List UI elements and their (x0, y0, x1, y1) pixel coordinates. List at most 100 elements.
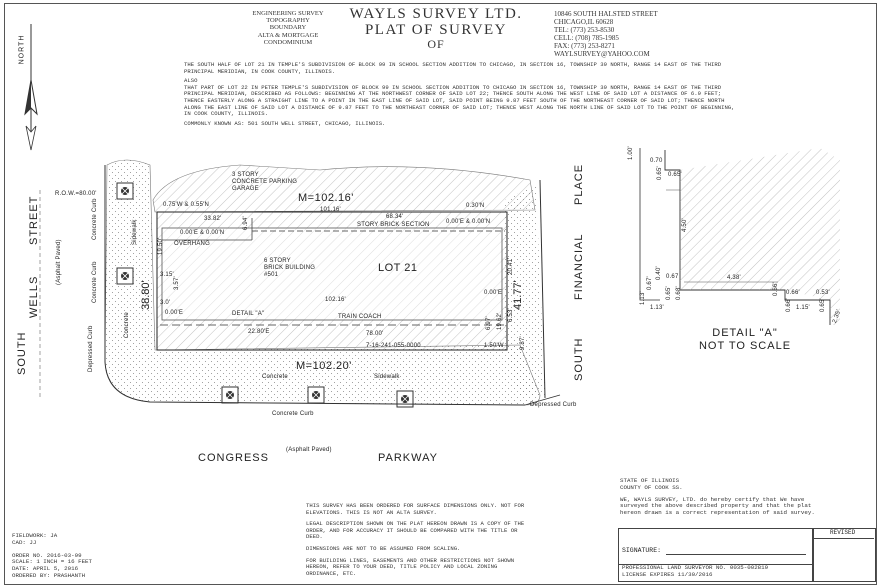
overhang-label: OVERHANG (174, 241, 210, 247)
concrete-curb-label-2: Concrete Curb (92, 198, 98, 240)
company-email: WAYLSURVEY@YAHOO.COM (554, 50, 650, 58)
detail-dim-15: 0.68' (676, 286, 682, 300)
measured-top-dimension: M=102.16' (298, 192, 354, 204)
tree-icon (396, 390, 414, 408)
dim-19-62: 19.62' (497, 312, 503, 330)
street-name-parkway: PARKWAY (378, 452, 438, 464)
service-boundary: BOUNDARY (269, 24, 307, 32)
detail-dim-11: 0.66' (786, 290, 800, 296)
tree-icon (116, 267, 134, 285)
note-1: THIS SURVEY HAS BEEN ORDERED FOR SURFACE… (306, 502, 525, 516)
note-2: LEGAL DESCRIPTION SHOWN ON THE PLAT HERE… (306, 520, 525, 541)
train-coach-label: TRAIN COACH (338, 314, 382, 320)
depressed-curb-line (524, 394, 561, 406)
revised-label: REVISED (830, 529, 856, 536)
concrete-curb-label-south: Concrete Curb (272, 411, 314, 417)
survey-date: DATE: APRIL 5, 2016 (12, 565, 79, 573)
building-footprint (161, 227, 503, 321)
detail-a-subtitle: NOT TO SCALE (698, 340, 792, 352)
tree-icon (221, 386, 239, 404)
detail-dim-17: 0.66' (786, 298, 792, 312)
dim-20-41: 20.41' (508, 257, 514, 275)
tree-icon (116, 182, 134, 200)
company-cell: CELL: (708) 785-1985 (554, 34, 619, 42)
concrete-curb-label-west: Concrete Curb (92, 261, 98, 303)
dim-6-97: 6.97' (486, 316, 492, 330)
service-engineering: ENGINEERING SURVEY (252, 10, 324, 17)
depressed-curb-label-east: Depressed Curb (530, 402, 577, 408)
detail-dim-20: 0.65' (820, 298, 826, 312)
offset-se: 0.00'E (484, 290, 503, 296)
cert-ss: SS. (672, 483, 683, 491)
company-tel: TEL: (773) 253-8530 (554, 26, 615, 34)
dim-9-87: 9.87' (520, 336, 526, 350)
company-name: WAYLS SURVEY LTD. (349, 6, 523, 22)
signature-line (666, 554, 806, 555)
street-name-south: SOUTH (16, 331, 28, 376)
concrete-label-south: Concrete (262, 374, 288, 380)
dim-68-34: 68.34' (386, 214, 404, 220)
dim-3-15: 3.15' (160, 272, 174, 278)
measured-left-dimension: 38.80' (140, 280, 152, 310)
license-expiry: LICENSE EXPIRES 11/30/2016 (622, 570, 713, 578)
cert-county-row: COUNTY OF COOK SS. (620, 483, 830, 492)
dim-78-00: 78.00' (366, 331, 384, 337)
dim-101-16: 101.16' (320, 207, 341, 213)
revised-header-line (812, 538, 874, 539)
detail-dim-2: 0.70 (650, 158, 663, 164)
detail-dim-18: 1.15' (796, 305, 810, 311)
detail-dim-4: 0.65' (657, 166, 663, 180)
tree-icon (307, 386, 325, 404)
scale: SCALE: 1 INCH = 16 FEET (12, 558, 93, 566)
sidewalk-label-south: Sidewalk (374, 374, 400, 380)
street-name-congress: CONGRESS (198, 452, 269, 464)
asphalt-label-west: (Asphalt Paved) (56, 239, 62, 285)
dim-6-53: 6.53' (508, 308, 514, 322)
detail-dim-1: 1.00' (628, 146, 634, 160)
asphalt-label-south: (Asphalt Paved) (286, 447, 332, 453)
measured-bottom-dimension: M=102.20' (296, 360, 352, 372)
dim-33-82: 33.82' (204, 216, 222, 222)
detail-dim-6: 0.67 (666, 274, 679, 280)
concrete-label-west: Concrete (124, 312, 130, 338)
service-topography: TOPOGRAPHY (266, 17, 310, 25)
offset-sw2: 22.80'E (248, 329, 270, 335)
company-contact: 10846 SOUTH HALSTED STREET CHICAGO,IL 60… (554, 10, 714, 58)
building-label: 6 STORY BRICK BUILDING #501 (264, 258, 316, 278)
license-info: PROFESSIONAL LAND SURVEYOR NO. 0035-0028… (622, 564, 768, 579)
dim-19-50: 19.50' (158, 237, 164, 255)
cert-text: WE, WAYLS SURVEY, LTD. do hereby certify… (620, 495, 815, 517)
document-title-of: OF (427, 37, 445, 51)
company-city: CHICAGO,IL 60628 (554, 18, 614, 26)
signature-label: SIGNATURE: (622, 547, 662, 554)
parking-garage-area (152, 164, 536, 213)
dim-6-94: 6.94' (243, 216, 249, 230)
offset-se2: 1.50'W (484, 343, 504, 349)
company-address: 10846 SOUTH HALSTED STREET (554, 10, 658, 18)
sidewalk-label-west: Sidewalk (132, 219, 138, 245)
legal-paragraph-3: THAT PART OF LOT 22 IN PETER TEMPLE'S SU… (184, 83, 735, 118)
offset-nw: 0.75'W & 0.55'N (163, 202, 209, 208)
cad: CAD: JJ (12, 538, 37, 546)
certification-block: STATE OF ILLINOIS COUNTY OF COOK SS. WE,… (620, 477, 830, 517)
dim-3-0: 3.0' (160, 300, 171, 306)
signature-box (618, 528, 814, 565)
detail-dim-5: 4.50' (682, 218, 688, 232)
cert-county: COUNTY OF COOK (620, 483, 669, 491)
detail-dim-3: 0.65' (668, 172, 682, 178)
note-3: DIMENSIONS ARE NOT TO BE ASSUMED FROM SC… (306, 544, 461, 552)
job-info: FIELDWORK: JA CAD: JJ ORDER NO. 2016-03-… (12, 532, 93, 580)
street-name-financial: FINANCIAL (573, 233, 585, 300)
ordered-by: ORDERED BY: PRASHANTH (12, 571, 86, 579)
parking-garage-label: 3 STORY CONCRETE PARKING GARAGE (232, 172, 298, 192)
document-title: PLAT OF SURVEY (364, 22, 508, 38)
legal-description: THE SOUTH HALF OF LOT 21 IN TEMPLE'S SUB… (184, 61, 740, 130)
measured-right-dimension: 41.77' (512, 280, 524, 310)
note-4: FOR BUILDING LINES, EASEMENTS AND OTHER … (306, 556, 515, 577)
service-condominium: CONDOMINIUM (263, 38, 313, 46)
dim-102-16: 102.16' (325, 297, 346, 303)
offset-sw: 0.00'E (165, 310, 184, 316)
detail-dim-10: 0.66' (773, 282, 779, 296)
